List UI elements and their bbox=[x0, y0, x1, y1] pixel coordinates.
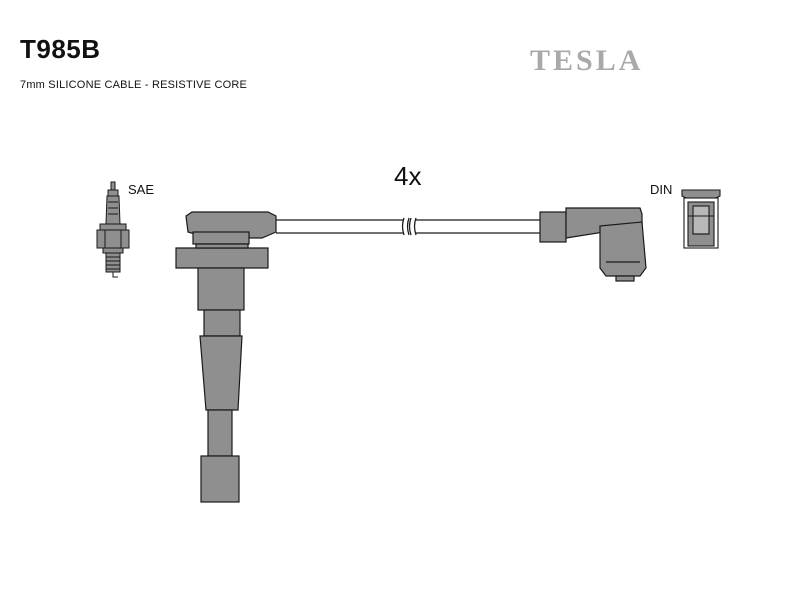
coil-boot-icon bbox=[175, 211, 277, 503]
quantity-label: 4x bbox=[394, 161, 422, 191]
spark-plug-icon bbox=[96, 181, 130, 278]
cable-line bbox=[276, 217, 540, 236]
brand-logo: TESLA bbox=[530, 44, 644, 77]
part-code: T985B bbox=[20, 34, 101, 64]
din-label: DIN bbox=[650, 182, 673, 197]
sae-label: SAE bbox=[128, 182, 155, 197]
cable-description: 7mm SILICONE CABLE - RESISTIVE CORE bbox=[20, 79, 248, 91]
din-terminal-icon bbox=[681, 189, 721, 249]
distributor-boot-icon bbox=[539, 207, 647, 282]
